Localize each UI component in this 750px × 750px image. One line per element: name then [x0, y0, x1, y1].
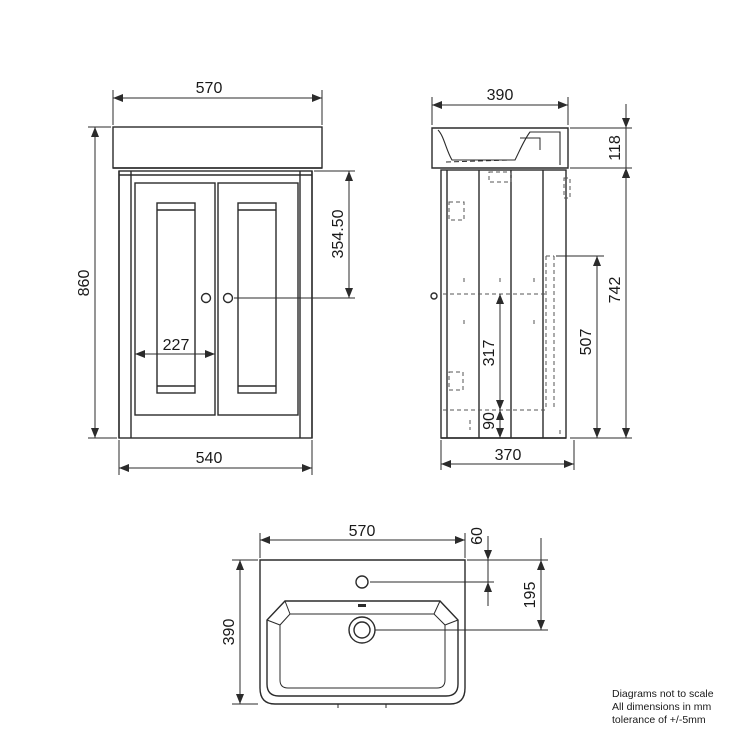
drawing-notes: Diagrams not to scale All dimensions in …: [612, 688, 714, 727]
top-view: [259, 559, 466, 708]
side-dimensions: [431, 97, 632, 470]
side-knob: [430, 292, 438, 300]
top-overflow: [358, 604, 366, 607]
door-knob-left: [200, 292, 212, 304]
top-bowl-inner: [279, 613, 446, 689]
side-cabinet: [440, 169, 567, 439]
dim-front-handle-height: 354.50: [330, 209, 347, 258]
side-view: [430, 127, 569, 439]
top-bowl-outer: [266, 600, 459, 697]
dim-top-tap-offset: 60: [469, 527, 486, 545]
top-basin-outline: [259, 559, 466, 705]
front-door-left: [134, 182, 216, 416]
side-hidden-lines: [443, 171, 571, 436]
front-dimensions: [88, 90, 355, 475]
side-basin: [431, 127, 569, 169]
note-not-to-scale: Diagrams not to scale: [612, 688, 714, 700]
door-panel-left: [156, 202, 196, 394]
dim-side-inner-height: 507: [578, 329, 595, 356]
dim-side-cabinet-height: 742: [607, 277, 624, 304]
dim-side-depth-bottom: 370: [495, 447, 522, 464]
top-dimensions: [232, 533, 548, 705]
front-basin: [112, 126, 323, 169]
dim-top-depth: 390: [221, 619, 238, 646]
dim-top-waste-offset: 195: [522, 582, 539, 609]
dim-front-height-total: 860: [76, 270, 93, 297]
dim-front-width-top: 570: [196, 80, 223, 97]
dim-top-width: 570: [349, 523, 376, 540]
top-tap-hole: [355, 575, 369, 589]
dim-front-width-bottom: 540: [196, 450, 223, 467]
note-units: All dimensions in mm: [612, 701, 712, 713]
note-tolerance: tolerance of +/-5mm: [612, 714, 706, 726]
dim-side-basin-height: 118: [607, 135, 624, 161]
front-door-right: [217, 182, 299, 416]
door-knob-right: [222, 292, 234, 304]
front-view: [112, 126, 323, 439]
dim-side-plinth-height: 90: [481, 412, 498, 430]
dim-side-depth-top: 390: [487, 87, 514, 104]
top-waste-inner: [353, 621, 371, 639]
dim-side-shelf-height: 317: [481, 340, 498, 367]
dim-front-door-panel: 227: [163, 337, 190, 354]
top-waste-outer: [348, 616, 376, 644]
